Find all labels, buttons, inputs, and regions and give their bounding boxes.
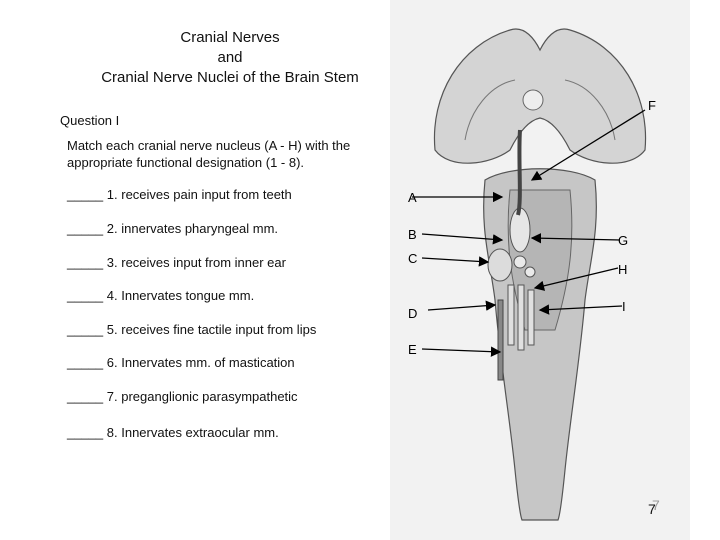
list-item: _____ 6. Innervates mm. of mastication xyxy=(67,355,295,370)
answer-blank[interactable]: _____ xyxy=(67,425,103,440)
answer-blank[interactable]: _____ xyxy=(67,255,103,270)
answer-blank[interactable]: _____ xyxy=(67,322,103,337)
label-f: F xyxy=(648,98,656,113)
label-i: I xyxy=(622,299,626,314)
nucleus-column xyxy=(508,285,514,345)
item-text: 3. receives input from inner ear xyxy=(107,255,286,270)
list-item: _____ 7. preganglionic parasympathetic xyxy=(67,389,298,404)
title-line-2: and xyxy=(70,48,390,68)
answer-blank[interactable]: _____ xyxy=(67,355,103,370)
item-text: 2. innervates pharyngeal mm. xyxy=(107,221,278,236)
nucleus-column xyxy=(518,285,524,350)
answer-blank[interactable]: _____ xyxy=(67,187,103,202)
item-text: 7. preganglionic parasympathetic xyxy=(107,389,298,404)
item-text: 1. receives pain input from teeth xyxy=(107,187,292,202)
nucleus-shape xyxy=(514,256,526,268)
item-text: 5. receives fine tactile input from lips xyxy=(107,322,317,337)
list-item: _____ 4. Innervates tongue mm. xyxy=(67,288,254,303)
brainstem-illustration: A B C D E F G H I xyxy=(390,0,690,540)
title-line-1: Cranial Nerves xyxy=(70,28,390,48)
answer-blank[interactable]: _____ xyxy=(67,221,103,236)
item-text: 4. Innervates tongue mm. xyxy=(107,288,254,303)
list-item: _____ 3. receives input from inner ear xyxy=(67,255,286,270)
page-number: 7 xyxy=(648,501,656,517)
nucleus-shape xyxy=(525,267,535,277)
label-g: G xyxy=(618,233,628,248)
item-text: 6. Innervates mm. of mastication xyxy=(107,355,295,370)
colliculus xyxy=(523,90,543,110)
page-title: Cranial Nerves and Cranial Nerve Nuclei … xyxy=(70,28,390,88)
question-heading: Question I xyxy=(60,113,119,128)
nucleus-column xyxy=(528,290,534,345)
list-item: _____ 5. receives fine tactile input fro… xyxy=(67,322,316,337)
nucleus-shape xyxy=(488,249,512,281)
label-b: B xyxy=(408,227,417,242)
label-d: D xyxy=(408,306,417,321)
label-e: E xyxy=(408,342,417,357)
answer-blank[interactable]: _____ xyxy=(67,389,103,404)
answer-blank[interactable]: _____ xyxy=(67,288,103,303)
label-c: C xyxy=(408,251,417,266)
nucleus-tract xyxy=(518,130,520,215)
list-item: _____ 8. Innervates extraocular mm. xyxy=(67,425,279,440)
nucleus-column xyxy=(498,300,503,380)
label-h: H xyxy=(618,262,627,277)
label-a: A xyxy=(408,190,417,205)
instructions: Match each cranial nerve nucleus (A - H)… xyxy=(67,137,397,171)
list-item: _____ 2. innervates pharyngeal mm. xyxy=(67,221,278,236)
list-item: _____ 1. receives pain input from teeth xyxy=(67,187,292,202)
item-text: 8. Innervates extraocular mm. xyxy=(107,425,279,440)
title-line-3: Cranial Nerve Nuclei of the Brain Stem xyxy=(70,68,390,88)
